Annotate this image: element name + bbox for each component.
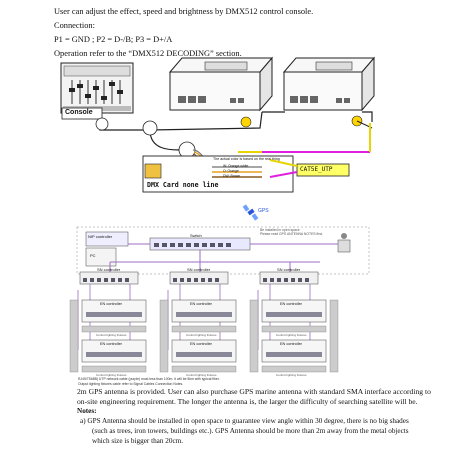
decoder-2: [282, 56, 376, 112]
pc-label: PC: [90, 253, 96, 258]
cat5e-label: CAT5E_UTP: [300, 166, 333, 173]
satellite-icon: [242, 204, 259, 221]
lighting-label-5: Control lighting fixtures: [186, 373, 217, 377]
decoder-1: [168, 56, 274, 112]
lighting-label-3: Control lighting fixtures: [276, 333, 307, 337]
note-a-line-3: which size is bigger than 20cm.: [92, 437, 184, 445]
en-controller-label-6: EN controller: [280, 342, 302, 346]
intro-line-4: Operation refer to the “DMX512 DECODING”…: [54, 49, 242, 58]
sn-controller-label-1: SN controller: [97, 267, 121, 272]
console-label: Console: [65, 109, 93, 116]
en-controller-label-2: EN controller: [190, 302, 212, 306]
sn-controller-row: [79, 271, 319, 285]
sn-controller-label-3: SN controller: [277, 267, 301, 272]
en-controller-label-5: EN controller: [190, 342, 212, 346]
nip-controller-label: NIP controller: [88, 234, 113, 239]
switch-label: Switch: [190, 233, 202, 238]
gps-install-note: Be installed in open space: [260, 228, 300, 232]
intro-line-2: Connection:: [54, 21, 95, 30]
gps-label: GPS: [258, 208, 269, 214]
sn-controller-label-2: SN controller: [187, 267, 211, 272]
en-controller-label-4: EN controller: [100, 342, 122, 346]
wire-white-label: W: Orange-white: [223, 164, 249, 168]
lighting-label-2: Control lighting fixtures: [186, 333, 217, 337]
lighting-label-4: Control lighting fixtures: [96, 373, 127, 377]
gps-paragraph-line-2: on-site engineering requirement. The lon…: [77, 397, 418, 406]
console-label-box: [61, 107, 103, 120]
note-a-line-2: (such as trees, iron towers, buildings e…: [92, 427, 409, 435]
wire-color-note: The actual color is based on the real th…: [213, 157, 280, 161]
dmx-console: [60, 62, 134, 114]
gps-install-note-2: Please read GPS ANTENNA NOTES first.: [260, 232, 323, 236]
dmx-card-box: [142, 155, 294, 193]
wire-brown-label: DW: Brown: [223, 174, 241, 178]
en-controller-label-1: EN controller: [100, 302, 122, 306]
gps-network-diagram: [69, 204, 370, 373]
intro-line-1: User can adjust the effect, speed and br…: [54, 7, 314, 16]
wire-orange-label: O: Orange: [223, 169, 239, 173]
diagram-footnote-1: RJ45/T568B) UTP network cable (purple) m…: [78, 377, 220, 381]
intro-line-3: P1 = GND ; P2 = D-/B; P3 = D+/A: [54, 35, 173, 44]
lighting-label-6: Control lighting fixtures: [276, 373, 307, 377]
en-controller-label-3: EN controller: [280, 302, 302, 306]
gps-paragraph-line-1: 2m GPS antenna is provided. User can als…: [77, 387, 431, 396]
diagram-footnote-2: Output lighting fixtures cable refer to …: [78, 382, 184, 386]
note-a-line-1: a) GPS Antenna should be installed in op…: [80, 417, 409, 425]
dmx-wiring-diagram: [60, 56, 376, 193]
notes-heading: Notes:: [77, 407, 97, 415]
cat5e-label-box: [296, 163, 350, 177]
lighting-label-1: Control lighting fixtures: [96, 333, 127, 337]
dmx-card-label: DMX Card none line: [147, 181, 219, 189]
